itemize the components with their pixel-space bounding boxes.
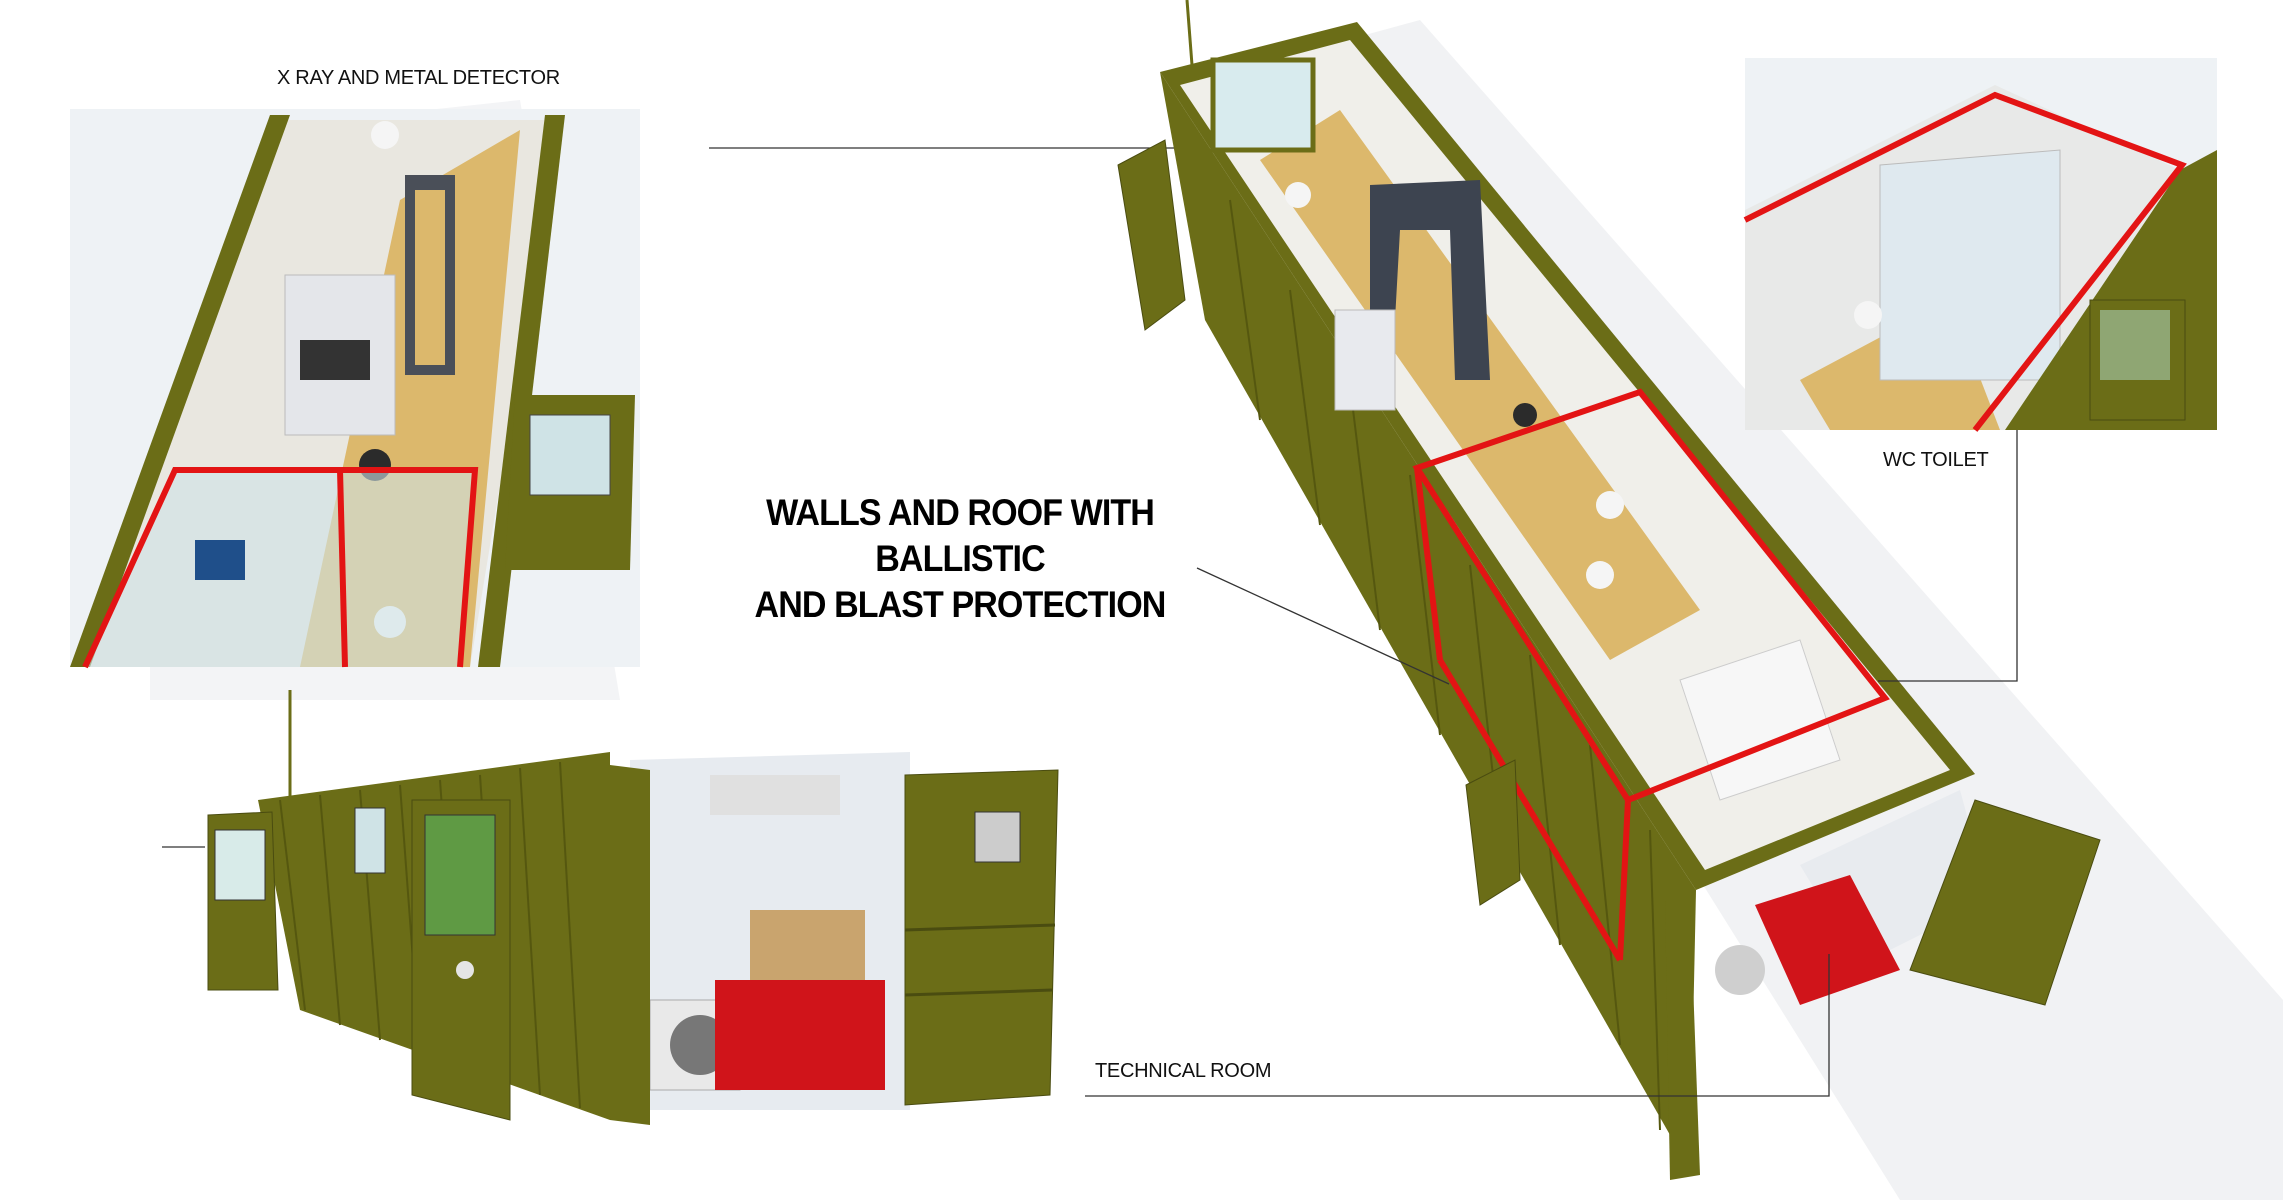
wc-cabin [1679,639,1841,801]
container-side [1160,72,1696,1170]
container-wall-right [478,115,565,667]
xray-tunnel [300,340,370,380]
end-door-open [1909,799,2101,1006]
door-window [2100,310,2170,380]
guard-booth-glass [85,470,475,667]
air-duct [710,775,840,815]
antenna [1185,0,1194,66]
xray-inset [70,109,640,669]
headline-line-2: AND BLAST PROTECTION [754,584,1167,625]
protection-outline [337,469,348,668]
wc-inset [1743,58,2217,432]
side-window [354,807,386,874]
door-window [529,414,611,496]
generator [715,980,885,1090]
guard [1285,182,1311,208]
vent-grille [974,811,1021,863]
visitor [1513,403,1537,427]
label-xray: X RAY AND METAL DETECTOR [277,67,560,89]
xray-machine [1334,309,1396,411]
guard [1596,491,1624,519]
end-door [1665,900,1700,1180]
guard [1586,561,1614,589]
metal-detector [1370,180,1490,410]
end-door-open [1117,139,1186,331]
container-exterior-view [207,690,1059,1125]
left-end-door [610,765,650,1125]
label-wc: WC TOILET [1883,449,1989,471]
generator [1755,875,1900,1005]
label-technical: TECHNICAL ROOM [1095,1060,1272,1082]
leader-line-protection [1196,567,1450,685]
guard [1854,301,1882,329]
protection-outline [1412,388,1890,804]
leader-line-technical [1085,954,1830,1097]
container-wall-left [70,115,290,667]
end-window [1210,57,1316,153]
monitor [195,540,245,580]
protection-outline [1743,91,2187,432]
guard [371,121,399,149]
ac-unit [1715,945,1765,995]
side-door-open [1465,759,1521,906]
headline-line-1: WALLS AND ROOF WITH BALLISTIC [766,492,1155,579]
leader-line-wc [1878,430,2018,682]
door-window [424,814,496,936]
protection-outline [82,467,479,669]
headline: WALLS AND ROOF WITH BALLISTIC AND BLAST … [684,490,1236,628]
cardboard-box [750,910,865,980]
wc-cabin [1879,149,2061,381]
door-porthole [456,961,474,979]
container-top-view [1117,0,2101,1180]
door-window [214,829,266,901]
detector-opening [415,190,445,365]
